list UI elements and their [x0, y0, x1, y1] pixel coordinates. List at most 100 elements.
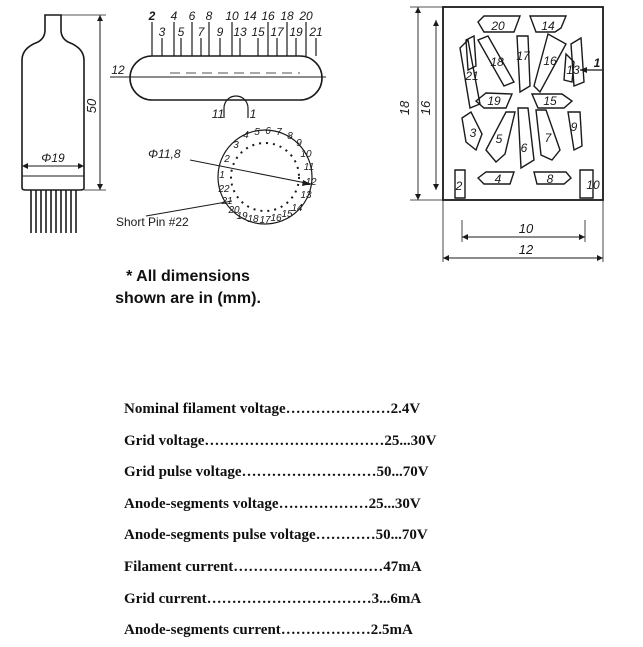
- tube-side-view: 50 Φ19: [21, 14, 106, 233]
- segment-3: 3: [470, 126, 477, 140]
- segment-10: 10: [586, 178, 600, 192]
- pin-1-arrow-label: 1: [594, 56, 601, 70]
- specifications-list: Nominal filament voltage…………………2.4V Grid…: [124, 394, 544, 647]
- segment-7: 7: [545, 131, 553, 145]
- pin-label-4: 4: [171, 9, 178, 23]
- spec-dots: …………: [315, 527, 376, 544]
- segment-6: 6: [521, 141, 528, 155]
- tube-height-label: 50: [84, 98, 99, 113]
- spec-label: Nominal filament voltage: [124, 401, 286, 417]
- height-outer-label: 18: [400, 100, 412, 115]
- base-pin-16: 16: [270, 213, 282, 224]
- spec-row: Grid current……………………………3...6mA: [124, 584, 544, 616]
- base-pin-4: 4: [243, 130, 249, 141]
- segment-21: 21: [464, 69, 478, 83]
- spec-label: Grid voltage: [124, 432, 205, 449]
- spec-value: 47mA: [383, 558, 422, 575]
- pin-label-17: 17: [270, 25, 285, 39]
- pin-label-13: 13: [233, 25, 247, 39]
- segment-9: 9: [571, 120, 578, 134]
- spec-dots: ……………………………: [206, 590, 372, 607]
- spec-row: Nominal filament voltage…………………2.4V: [124, 394, 544, 426]
- segment-8: 8: [547, 172, 554, 186]
- base-pin-22: 22: [217, 184, 230, 195]
- width-inner-label: 10: [519, 221, 534, 236]
- spec-label: Anode-segments current: [124, 622, 281, 639]
- spec-dots: ………………………………: [204, 432, 385, 449]
- dimensions-note-line2: shown are in (mm).: [115, 290, 261, 307]
- pin-label-14: 14: [243, 9, 257, 23]
- base-pin-20: 20: [227, 205, 240, 216]
- spec-value: 50...70V: [376, 464, 429, 481]
- pin-label-15: 15: [251, 25, 265, 39]
- spec-dots: ………………: [280, 622, 371, 639]
- base-pin-3: 3: [233, 140, 239, 151]
- dimensions-note: * All dimensions shown are in (mm).: [98, 266, 278, 310]
- spec-label: Anode-segments voltage: [124, 495, 279, 512]
- base-pin-21: 21: [220, 196, 232, 207]
- segment-4: 4: [495, 172, 502, 186]
- segment-19: 19: [487, 94, 501, 108]
- segment-2: 2: [455, 179, 463, 193]
- spec-dots: …………………………: [233, 558, 384, 575]
- base-pin-13: 13: [300, 190, 312, 201]
- spec-row: Grid pulse voltage………………………50...70V: [124, 457, 544, 489]
- spec-dots: ………………: [278, 495, 369, 512]
- spec-row: Filament current…………………………47mA: [124, 552, 544, 584]
- base-pin-12: 12: [305, 177, 317, 188]
- segment-14: 14: [541, 19, 555, 33]
- spec-dots: ………………………: [241, 464, 377, 481]
- pin-label-3: 3: [159, 25, 166, 39]
- height-inner-label: 16: [418, 100, 433, 115]
- pin-label-11: 11: [212, 107, 224, 121]
- spec-value: 2.4V: [390, 401, 421, 417]
- dimensions-note-line1: * All dimensions: [126, 268, 250, 285]
- pin-label-16: 16: [261, 9, 275, 23]
- spec-label: Grid pulse voltage: [124, 464, 242, 481]
- segment-5: 5: [496, 132, 503, 146]
- base-pin-5: 5: [254, 127, 260, 138]
- tube-top-and-base-view: 2 4 6 8 10 14 16 18 20 3 5 7 9 13 15 17 …: [110, 9, 326, 226]
- short-pin-label: Short Pin #22: [116, 215, 189, 229]
- pin-label-19: 19: [289, 25, 303, 39]
- pin-label-1: 1: [250, 107, 257, 121]
- spec-value: 50...70V: [375, 527, 428, 544]
- spec-value: 2.5mA: [370, 622, 413, 639]
- pin-label-5: 5: [178, 25, 185, 39]
- pin-label-20: 20: [298, 9, 313, 23]
- spec-value: 25...30V: [368, 495, 421, 512]
- tube-diameter-label: Φ19: [41, 151, 65, 165]
- spec-value: 3...6mA: [371, 590, 422, 607]
- segment-20: 20: [490, 19, 505, 33]
- pin-label-6: 6: [189, 9, 196, 23]
- segment-17: 17: [516, 49, 531, 63]
- pin-label-10: 10: [225, 9, 239, 23]
- pin-label-7: 7: [198, 25, 206, 39]
- pin-label-2: 2: [148, 9, 156, 23]
- base-pin-2: 2: [223, 154, 230, 165]
- pin-label-12: 12: [111, 63, 125, 77]
- base-pin-19: 19: [236, 211, 248, 222]
- base-pin-11: 11: [304, 162, 314, 173]
- width-outer-label: 12: [519, 242, 534, 257]
- pin-label-21: 21: [308, 25, 322, 39]
- spec-label: Grid current: [124, 590, 207, 607]
- spec-row: Grid voltage………………………………25...30V: [124, 426, 544, 458]
- pin-label-8: 8: [206, 9, 213, 23]
- spec-row: Anode-segments pulse voltage…………50...70V: [124, 520, 544, 552]
- segment-13: 13: [566, 63, 580, 77]
- segment-16: 16: [543, 54, 557, 68]
- base-pin-6: 6: [265, 126, 271, 137]
- base-pin-1: 1: [219, 170, 225, 181]
- spec-value: 25...30V: [384, 432, 437, 449]
- spec-row: Anode-segments current………………2.5mA: [124, 615, 544, 647]
- segment-18: 18: [490, 55, 504, 69]
- base-pin-9: 9: [296, 138, 302, 149]
- base-pin-7: 7: [276, 127, 282, 138]
- base-pin-8: 8: [287, 131, 293, 142]
- base-pin-14: 14: [291, 203, 303, 214]
- base-pin-15: 15: [281, 209, 293, 220]
- base-pin-10: 10: [300, 149, 312, 160]
- spec-label: Filament current: [124, 558, 234, 575]
- spec-label: Anode-segments pulse voltage: [124, 527, 316, 544]
